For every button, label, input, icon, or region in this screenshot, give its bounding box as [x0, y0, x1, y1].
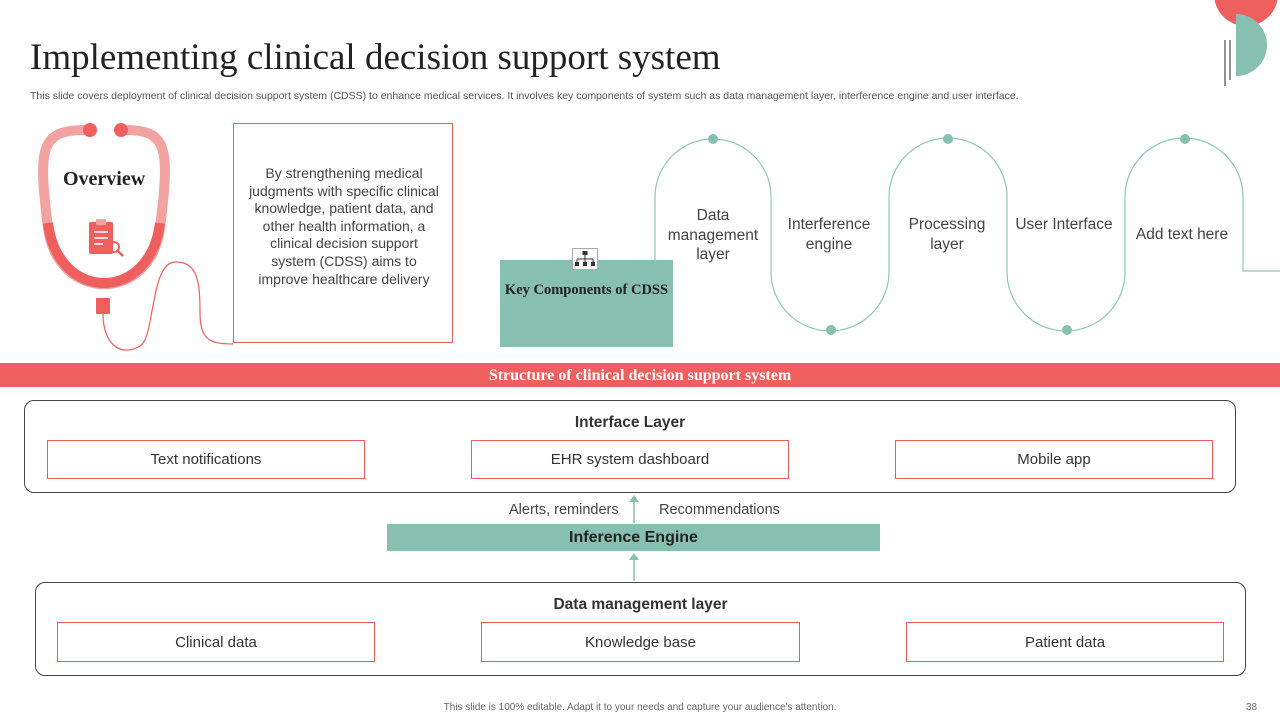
- interface-item-ehr-dashboard: EHR system dashboard: [471, 440, 789, 479]
- clipboard-icon: [89, 219, 124, 257]
- structure-band: [0, 363, 1280, 387]
- decorative-circles-icon: [1214, 0, 1278, 86]
- component-user-interface: User Interface: [1015, 216, 1113, 233]
- up-arrow-icon: [629, 553, 639, 581]
- stethoscope-icon: [38, 123, 234, 351]
- page-title: Implementing clinical decision support s…: [30, 37, 721, 78]
- up-arrow-icon: [629, 495, 639, 523]
- page-number: 38: [1246, 702, 1258, 713]
- interface-layer-title: Interface Layer: [574, 414, 686, 431]
- flow-label-recommendations: Recommendations: [659, 502, 780, 518]
- key-components-box: [500, 260, 673, 347]
- overview-text: By strengthening medical judgments with …: [249, 165, 439, 287]
- component-placeholder: Add text here: [1135, 226, 1229, 243]
- components-wave: [654, 134, 1280, 335]
- interface-item-mobile-app: Mobile app: [895, 440, 1213, 479]
- component-processing-layer: Processing layer: [908, 216, 986, 253]
- page-subtitle: This slide covers deployment of clinical…: [30, 90, 1019, 102]
- structure-title: Structure of clinical decision support s…: [488, 367, 792, 384]
- data-item-patient-data: Patient data: [906, 622, 1224, 662]
- key-components-title: Key Components of CDSS: [504, 282, 669, 298]
- data-layer-title: Data management layer: [553, 596, 728, 613]
- org-chart-icon: [572, 248, 598, 270]
- footer-note: This slide is 100% editable. Adapt it to…: [443, 702, 837, 713]
- overview-label: Overview: [63, 168, 146, 190]
- inference-engine-box: Inference Engine: [387, 524, 880, 551]
- component-data-management: Data management layer: [667, 207, 759, 263]
- interface-layer-panel: [24, 400, 1236, 493]
- flow-label-alerts: Alerts, reminders: [509, 502, 619, 518]
- interface-item-text-notifications: Text notifications: [47, 440, 365, 479]
- overview-box: [233, 123, 453, 343]
- data-item-clinical-data: Clinical data: [57, 622, 375, 662]
- data-item-knowledge-base: Knowledge base: [481, 622, 800, 662]
- component-interference-engine: Interference engine: [787, 216, 871, 253]
- data-layer-panel: [35, 582, 1246, 676]
